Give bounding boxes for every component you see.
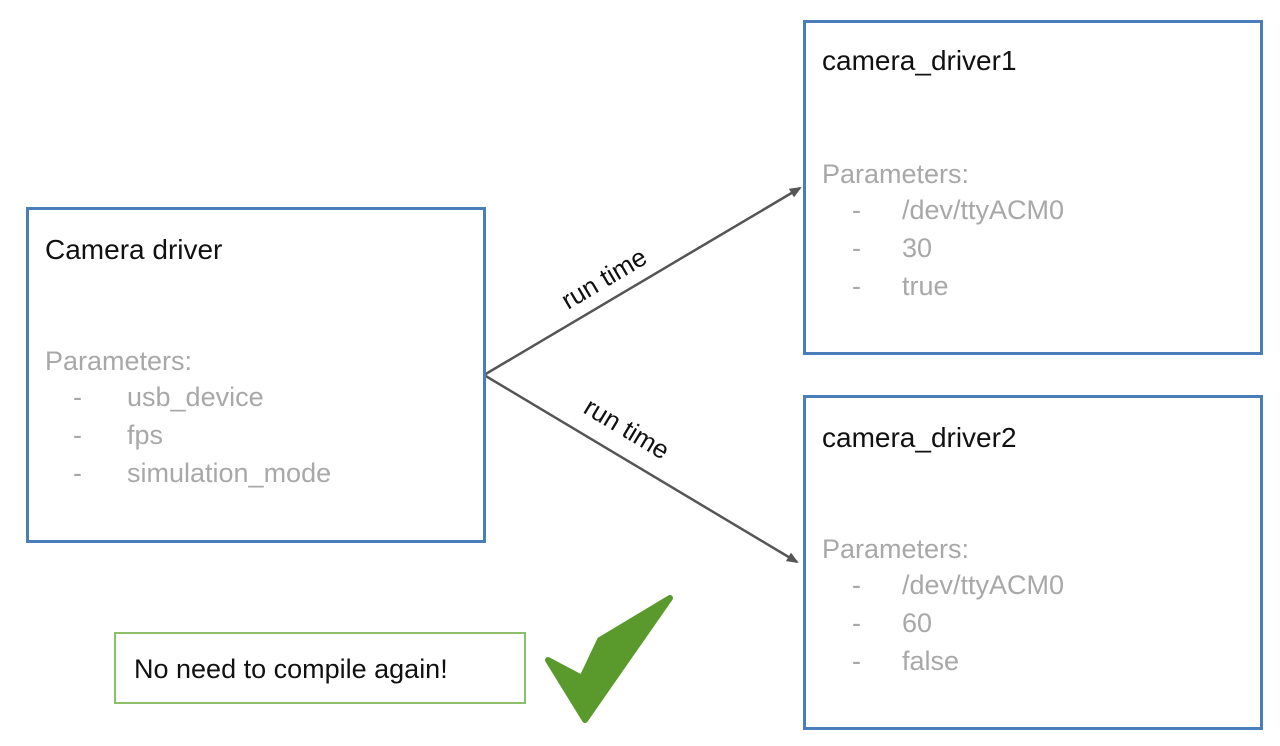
edge-to-camera-driver2	[483, 373, 799, 564]
node-title: Camera driver	[45, 234, 223, 265]
checkmark-icon	[545, 595, 673, 723]
node-title: camera_driver2	[822, 422, 1017, 453]
note-box: No need to compile again!	[114, 632, 526, 704]
note-text: No need to compile again!	[134, 654, 448, 684]
parameters-label: Parameters:	[822, 159, 970, 189]
parameters-label: Parameters:	[45, 346, 193, 376]
node-camera-driver1[interactable]: camera_driver1 Parameters: - /dev/ttyACM…	[803, 20, 1263, 355]
parameters-label: Parameters:	[822, 534, 970, 564]
edge-to-camera-driver1	[483, 186, 802, 377]
node-title: camera_driver1	[822, 45, 1017, 76]
edge-label-run-time-2: run time	[579, 391, 675, 465]
node-camera-driver[interactable]: Camera driver Parameters: - usb_device -…	[26, 207, 486, 543]
node-camera-driver2[interactable]: camera_driver2 Parameters: - /dev/ttyACM…	[803, 395, 1263, 730]
